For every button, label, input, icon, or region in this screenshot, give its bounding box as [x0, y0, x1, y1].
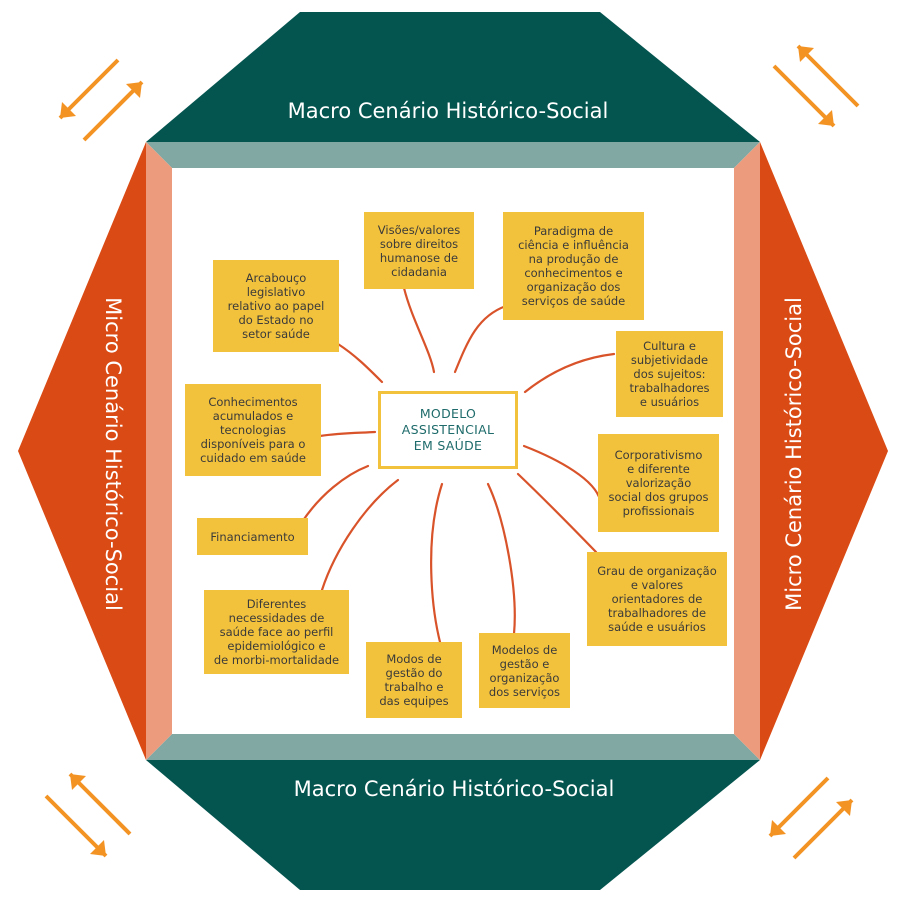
- bevel-top: [146, 142, 760, 168]
- box-line: valorização: [625, 476, 692, 490]
- box-line: cuidado em saúde: [200, 451, 306, 465]
- bevel-bottom: [146, 734, 760, 760]
- connector-conhecimentos: [318, 430, 377, 438]
- macro-top-panel: [146, 12, 760, 142]
- box-line: Diferentes: [246, 597, 307, 611]
- micro-right-panel: [760, 142, 888, 760]
- box-line: Arcabouço: [245, 271, 307, 285]
- center-line: MODELO: [419, 406, 477, 421]
- box-line: Financiamento: [210, 529, 295, 544]
- connector-modelos: [486, 482, 516, 636]
- macro-top-label: Macro Cenário Histórico-Social: [287, 99, 609, 123]
- box-line: subjetividade: [630, 353, 709, 367]
- double-arrow-icon: [58, 58, 144, 142]
- box-cultura: Cultura e subjetividade dos sujeitos: tr…: [616, 331, 723, 417]
- box-line: sobre direitos: [379, 236, 459, 251]
- connector-necessidades: [320, 478, 400, 592]
- double-arrow-icon: [772, 44, 860, 128]
- box-line: Corporativismo: [614, 448, 703, 462]
- box-conhecimentos: Conhecimentos acumulados e tecnologias d…: [185, 384, 321, 476]
- micro-left-panel: [18, 142, 146, 760]
- micro-left-label: Micro Cenário Histórico-Social: [101, 297, 125, 611]
- box-line: de morbi-mortalidade: [213, 653, 340, 667]
- center-model-box: MODELO ASSISTENCIAL EM SAÚDE: [378, 391, 518, 469]
- box-line: organização dos: [526, 280, 621, 294]
- box-line: conhecimentos e: [524, 266, 623, 280]
- bevel-left: [146, 142, 172, 760]
- double-arrow-icon: [768, 776, 854, 860]
- box-line: profissionais: [622, 504, 695, 518]
- box-line: Visões/valores: [377, 222, 461, 237]
- micro-right-label: Micro Cenário Histórico-Social: [782, 297, 806, 611]
- box-line: disponíveis para o: [200, 437, 306, 451]
- box-line: Cultura e: [643, 339, 696, 353]
- box-line: na produção de: [528, 252, 619, 266]
- box-line: das equipes: [379, 694, 449, 708]
- box-line: trabalhadores de: [607, 606, 707, 620]
- box-line: e diferente: [627, 462, 690, 476]
- box-line: ciência e influência: [518, 238, 629, 252]
- box-line: do Estado no: [238, 313, 314, 327]
- box-visoes: Visões/valores sobre direitos humanose d…: [364, 212, 474, 289]
- box-line: dos serviços: [488, 684, 561, 699]
- box-line: epidemiológico e: [227, 639, 326, 653]
- connector-corporativismo: [522, 444, 602, 502]
- box-financiamento: Financiamento: [197, 518, 308, 555]
- connector-paradigma: [453, 304, 508, 374]
- box-line: gestão do: [385, 666, 443, 680]
- connector-visoes: [402, 286, 436, 374]
- box-line: organização: [489, 670, 560, 685]
- box-line: Modos de: [386, 652, 442, 666]
- connector-arcabouco: [336, 342, 384, 384]
- box-grau: Grau de organização e valores orientador…: [587, 552, 727, 646]
- box-line: relativo ao papel: [227, 299, 325, 313]
- box-line: trabalho e: [384, 680, 444, 694]
- box-line: dos sujeitos:: [633, 367, 706, 381]
- box-paradigma: Paradigma de ciência e influência na pro…: [503, 212, 644, 320]
- box-line: cidadania: [391, 264, 447, 279]
- macro-bottom-label: Macro Cenário Histórico-Social: [293, 777, 615, 801]
- box-line: necessidades de: [228, 611, 325, 625]
- connector-cultura: [523, 352, 616, 394]
- box-line: setor saúde: [242, 327, 310, 341]
- bevel-right: [734, 142, 760, 760]
- center-line: ASSISTENCIAL: [401, 422, 495, 437]
- box-line: acumulados e: [212, 409, 294, 423]
- center-line: EM SAÚDE: [413, 438, 483, 453]
- box-line: Paradigma de: [533, 224, 614, 238]
- box-line: legislativo: [246, 285, 306, 299]
- box-line: gestão e: [499, 656, 550, 671]
- box-arcabouco: Arcabouço legislativo relativo ao papel …: [213, 260, 339, 352]
- box-line: saúde e usuários: [608, 620, 706, 634]
- box-line: humanose de: [379, 250, 459, 265]
- box-line: serviços de saúde: [521, 294, 626, 308]
- box-line: Conhecimentos: [208, 395, 298, 409]
- box-line: Grau de organização: [597, 564, 717, 578]
- box-line: saúde face ao perfil: [219, 625, 334, 639]
- connector-grau: [516, 472, 598, 554]
- box-line: trabalhadores: [629, 381, 710, 395]
- macro-bottom-panel: [146, 760, 760, 890]
- box-line: e valores: [630, 578, 684, 592]
- box-modos: Modos de gestão do trabalho e das equipe…: [366, 642, 462, 718]
- box-line: e usuários: [639, 395, 700, 409]
- box-line: Modelos de: [491, 642, 558, 657]
- box-line: orientadores de: [611, 592, 703, 606]
- connectors: [300, 286, 616, 644]
- connector-modos: [430, 482, 444, 644]
- double-arrow-icon: [44, 772, 132, 858]
- box-line: social dos grupos: [608, 490, 709, 504]
- connector-financiamento: [300, 464, 370, 524]
- box-modelos: Modelos de gestão e organização dos serv…: [479, 633, 570, 708]
- box-corporativismo: Corporativismo e diferente valorização s…: [598, 434, 719, 532]
- box-necessidades: Diferentes necessidades de saúde face ao…: [204, 590, 349, 674]
- box-line: tecnologias: [220, 423, 286, 437]
